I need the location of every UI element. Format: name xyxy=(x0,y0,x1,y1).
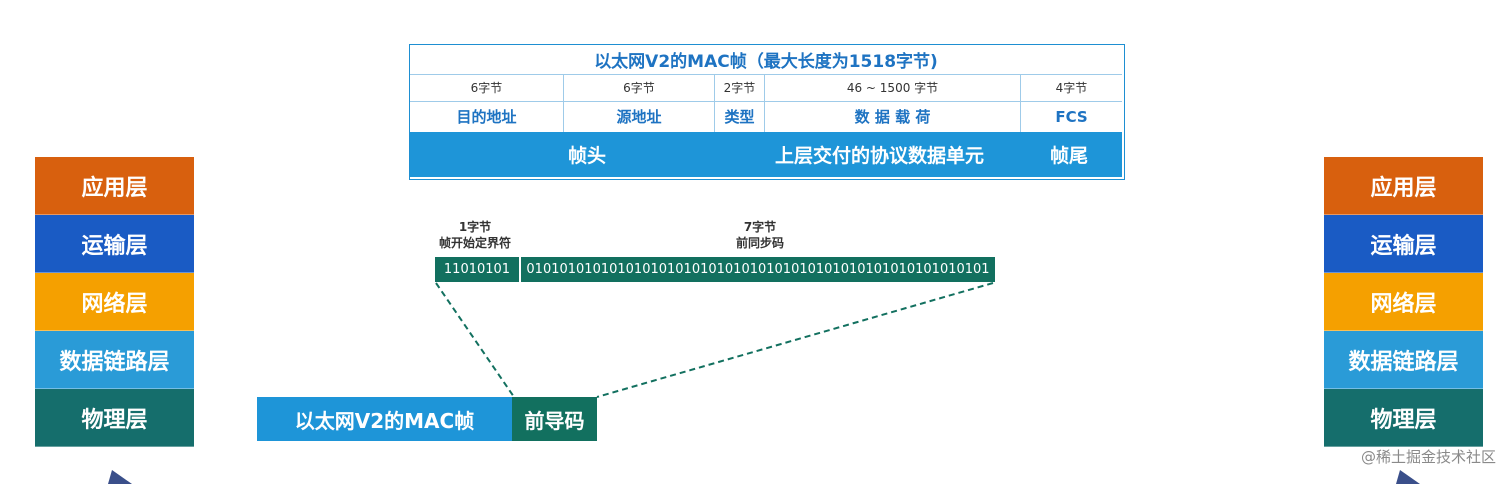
left-layer-network: 网络层 xyxy=(35,273,194,331)
preamble-bar: 前导码 xyxy=(512,397,597,441)
frame-section-bar: 帧头 上层交付的协议数据单元 帧尾 xyxy=(410,132,1122,177)
sfd-label: 1字节 帧开始定界符 xyxy=(425,219,525,251)
mac-frame-bar: 以太网V2的MAC帧 xyxy=(257,397,512,441)
right-layer-datalink: 数据链路层 xyxy=(1324,331,1483,389)
left-layer-physical: 物理层 xyxy=(35,389,194,447)
sync-label: 7字节 前同步码 xyxy=(710,219,810,251)
size-src-address: 6字节 xyxy=(564,74,715,101)
size-type: 2字节 xyxy=(715,74,765,101)
watermark: @稀土掘金技术社区 xyxy=(1360,448,1496,466)
size-dest-address: 6字节 xyxy=(410,74,564,101)
mac-frame-title: 以太网V2的MAC帧（最大长度为1518字节) xyxy=(410,45,1122,75)
left-layer-application: 应用层 xyxy=(35,157,194,215)
field-name-row: 目的地址 源地址 类型 数 据 载 荷 FCS xyxy=(410,101,1122,132)
section-header: 帧头 xyxy=(568,145,607,167)
left-layer-transport: 运输层 xyxy=(35,215,194,273)
arrow-left-icon xyxy=(108,470,132,484)
field-dest-address: 目的地址 xyxy=(410,101,564,132)
section-pdu: 上层交付的协议数据单元 xyxy=(775,145,985,167)
field-fcs: FCS xyxy=(1055,107,1088,126)
size-payload: 46 ~ 1500 字节 xyxy=(765,74,1021,101)
mac-frame-table: 以太网V2的MAC帧（最大长度为1518字节) 6字节 6字节 2字节 46 ~… xyxy=(409,44,1125,180)
field-src-address: 源地址 xyxy=(564,101,715,132)
connector-right-line xyxy=(596,282,994,398)
right-layer-physical: 物理层 xyxy=(1324,389,1483,447)
size-fcs: 4字节 xyxy=(1055,81,1088,95)
right-layer-network: 网络层 xyxy=(1324,273,1483,331)
connector-left-line xyxy=(435,282,515,398)
sfd-name: 帧开始定界符 xyxy=(438,236,511,250)
sync-bits: 0101010101010101010101010101010101010101… xyxy=(520,257,995,282)
right-layer-application: 应用层 xyxy=(1324,157,1483,215)
arrow-right-icon xyxy=(1396,470,1420,484)
section-trailer: 帧尾 xyxy=(1050,145,1089,167)
field-payload: 数 据 载 荷 xyxy=(765,101,1021,132)
right-layer-transport: 运输层 xyxy=(1324,215,1483,273)
sync-name: 前同步码 xyxy=(735,236,784,250)
left-protocol-stack: 应用层 运输层 网络层 数据链路层 物理层 xyxy=(35,157,194,447)
sync-size: 7字节 xyxy=(743,220,777,234)
left-layer-datalink: 数据链路层 xyxy=(35,331,194,389)
sfd-size: 1字节 xyxy=(458,220,492,234)
right-protocol-stack: 应用层 运输层 网络层 数据链路层 物理层 xyxy=(1324,157,1483,447)
sfd-bits: 11010101 xyxy=(435,257,519,282)
field-type: 类型 xyxy=(715,101,765,132)
field-size-row: 6字节 6字节 2字节 46 ~ 1500 字节 4字节 xyxy=(410,74,1122,102)
